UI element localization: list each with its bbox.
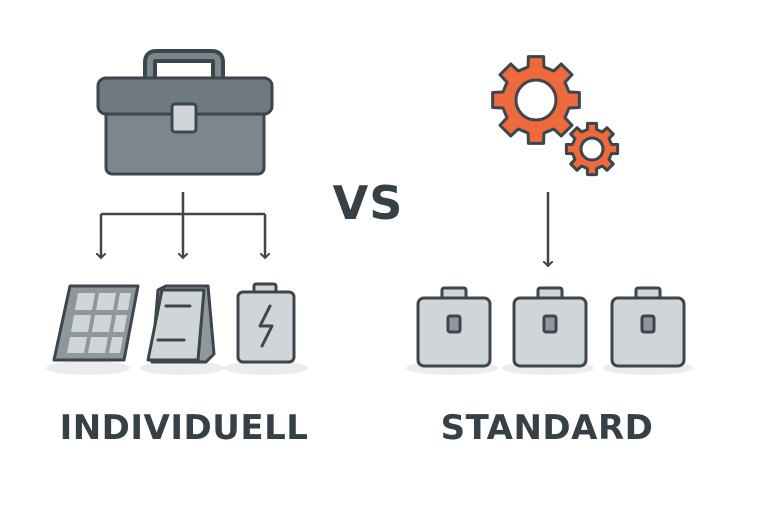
battery-charge-icon [236,282,296,364]
battery-module-icon [512,286,588,368]
left-shadows [46,361,308,375]
battery-pack-icon [146,284,216,364]
battery-module-icon [610,286,686,368]
individuell-label: INDIVIDUELL [59,408,309,448]
toolbox-icon [96,49,274,176]
standard-label: STANDARD [440,408,654,448]
solar-panel-icon [52,284,140,362]
vs-label: VS [332,176,404,230]
gears-icon [491,55,620,177]
branch-arrows [101,192,265,258]
battery-module-icon [416,286,492,368]
